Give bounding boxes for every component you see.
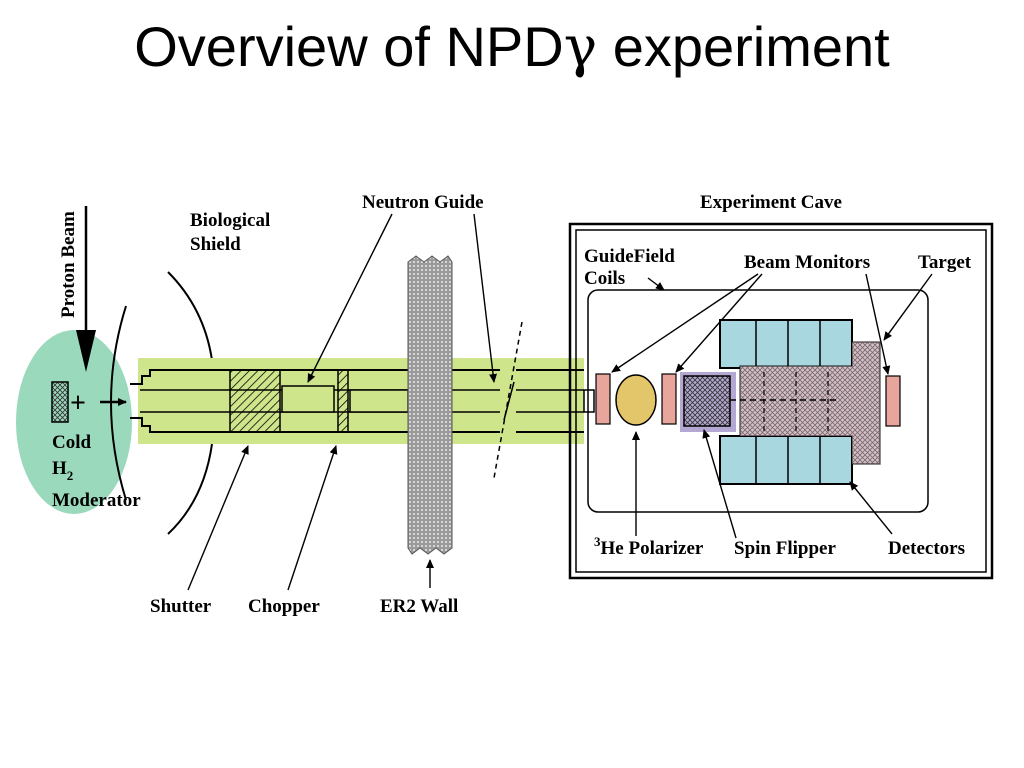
beam-monitor-1 xyxy=(595,373,611,425)
neutron-guide-label: Neutron Guide xyxy=(362,192,484,213)
spin-flipper xyxy=(683,375,731,427)
h2-label: H2 xyxy=(52,458,73,483)
title-suffix: experiment xyxy=(597,15,890,78)
guide-exit xyxy=(583,389,595,413)
target-outline xyxy=(739,341,881,465)
beam-monitor-pointer-1 xyxy=(611,273,759,373)
spin-flipper-label: Spin Flipper xyxy=(734,538,836,559)
he-superscript: 3 xyxy=(594,534,601,549)
target-pointer xyxy=(883,273,933,341)
chopper-disc xyxy=(337,369,349,433)
experiment-cave-inner xyxy=(575,229,987,573)
inner-arc xyxy=(110,305,127,501)
guide-field-coils-box xyxy=(587,289,929,513)
moderator-ellipse xyxy=(16,330,132,514)
guide-upper-step xyxy=(130,369,500,385)
er2-wall xyxy=(407,255,453,555)
beam-monitor-pointer-3 xyxy=(865,273,891,375)
slide-title: Overview of NPDγ experiment xyxy=(0,14,1024,80)
title-main: Overview of NPD xyxy=(134,15,564,78)
experiment-cave-label: Experiment Cave xyxy=(700,192,842,213)
shutter-block xyxy=(229,369,281,433)
guide-lower-step xyxy=(130,417,500,433)
detectors-label: Detectors xyxy=(888,538,965,559)
chopper-pointer xyxy=(287,445,338,591)
rear-beam-monitor xyxy=(885,375,901,427)
break-line-2 xyxy=(503,381,515,421)
proton-beam-arrowhead xyxy=(76,330,96,372)
beam-monitors-label: Beam Monitors xyxy=(744,252,870,273)
title-greek: γ xyxy=(563,15,598,80)
h2-subscript: 2 xyxy=(67,468,74,483)
shutter-label: Shutter xyxy=(150,596,212,617)
neutron-guide-pointer-2 xyxy=(473,213,498,383)
outer-arc-bottom xyxy=(167,443,213,535)
experiment-cave-outer xyxy=(568,222,994,580)
cold-label: Cold xyxy=(52,432,92,453)
guide-field-label-1: GuideField xyxy=(584,246,675,267)
biological-shield-label-2: Shield xyxy=(190,234,241,255)
guide-field-label-2: Coils xyxy=(584,268,625,289)
proton-beam-label: Proton Beam xyxy=(58,211,79,318)
detector-top-outer xyxy=(719,319,853,369)
polarizer-ellipse xyxy=(615,374,657,426)
h2-base: H xyxy=(52,458,67,479)
biological-shield-label-1: Biological xyxy=(190,210,270,231)
target-label: Target xyxy=(918,252,972,273)
plus-symbol: + xyxy=(70,388,86,419)
outer-arc-top xyxy=(167,271,213,361)
neutron-guide-pointer-1 xyxy=(307,213,393,383)
detector-bottom-outer xyxy=(719,435,853,485)
guide-field-pointer xyxy=(647,277,665,291)
he-polarizer-label: 3He Polarizer xyxy=(594,534,704,559)
er2-wall-label: ER2 Wall xyxy=(380,596,458,617)
guide-segment xyxy=(349,389,409,413)
moderator-label: Moderator xyxy=(52,490,141,511)
detectors-pointer xyxy=(849,481,893,535)
chopper-box xyxy=(281,385,335,413)
beam-monitor-2 xyxy=(661,373,677,425)
moderator-core xyxy=(51,381,69,423)
chopper-label: Chopper xyxy=(248,596,320,617)
he-polarizer-text: He Polarizer xyxy=(601,538,704,559)
shutter-pointer xyxy=(187,445,249,591)
